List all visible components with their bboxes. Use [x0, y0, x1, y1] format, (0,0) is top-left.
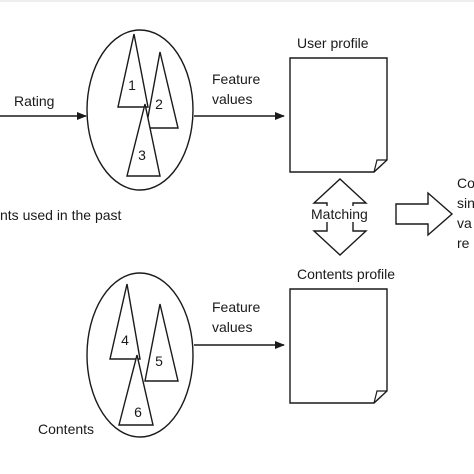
rating-label: Rating — [14, 93, 55, 109]
user-profile-document — [289, 57, 388, 173]
contents-label: Contents — [38, 421, 95, 437]
contents-profile-fold — [373, 390, 387, 404]
user-profile-label: User profile — [297, 35, 369, 51]
triangle-1 — [117, 33, 149, 108]
feature-values-top-line2: values — [212, 91, 253, 107]
contents-ellipse — [86, 272, 194, 438]
past-contents-ellipse — [86, 29, 194, 191]
triangle-3 — [126, 103, 161, 177]
feature-values-top-line1: Feature — [212, 71, 261, 87]
triangle-3-label: 3 — [138, 147, 146, 163]
triangle-4-label: 4 — [121, 332, 129, 348]
result-arrow — [395, 191, 454, 237]
result-text-line1: Co — [457, 175, 474, 191]
triangle-6-label: 6 — [134, 404, 142, 420]
triangle-2 — [145, 51, 179, 129]
triangle-2-label: 2 — [155, 96, 163, 112]
result-text-line2: sin — [457, 195, 474, 211]
matching-label: Matching — [310, 206, 369, 222]
triangle-5 — [144, 303, 179, 382]
result-text-line3: va — [457, 215, 472, 231]
contents-profile-label: Contents profile — [297, 266, 396, 282]
triangle-5-label: 5 — [155, 353, 163, 369]
feature-values-bottom-line1: Feature — [212, 299, 261, 315]
user-profile-fold — [373, 159, 387, 173]
feature-values-bottom-line2: values — [212, 319, 253, 335]
triangle-6 — [118, 354, 154, 426]
triangle-4 — [109, 283, 141, 360]
contents-used-label: nts used in the past — [0, 207, 122, 223]
contents-profile-document — [289, 288, 388, 404]
triangle-1-label: 1 — [128, 77, 136, 93]
result-text-line4: re — [457, 235, 470, 251]
